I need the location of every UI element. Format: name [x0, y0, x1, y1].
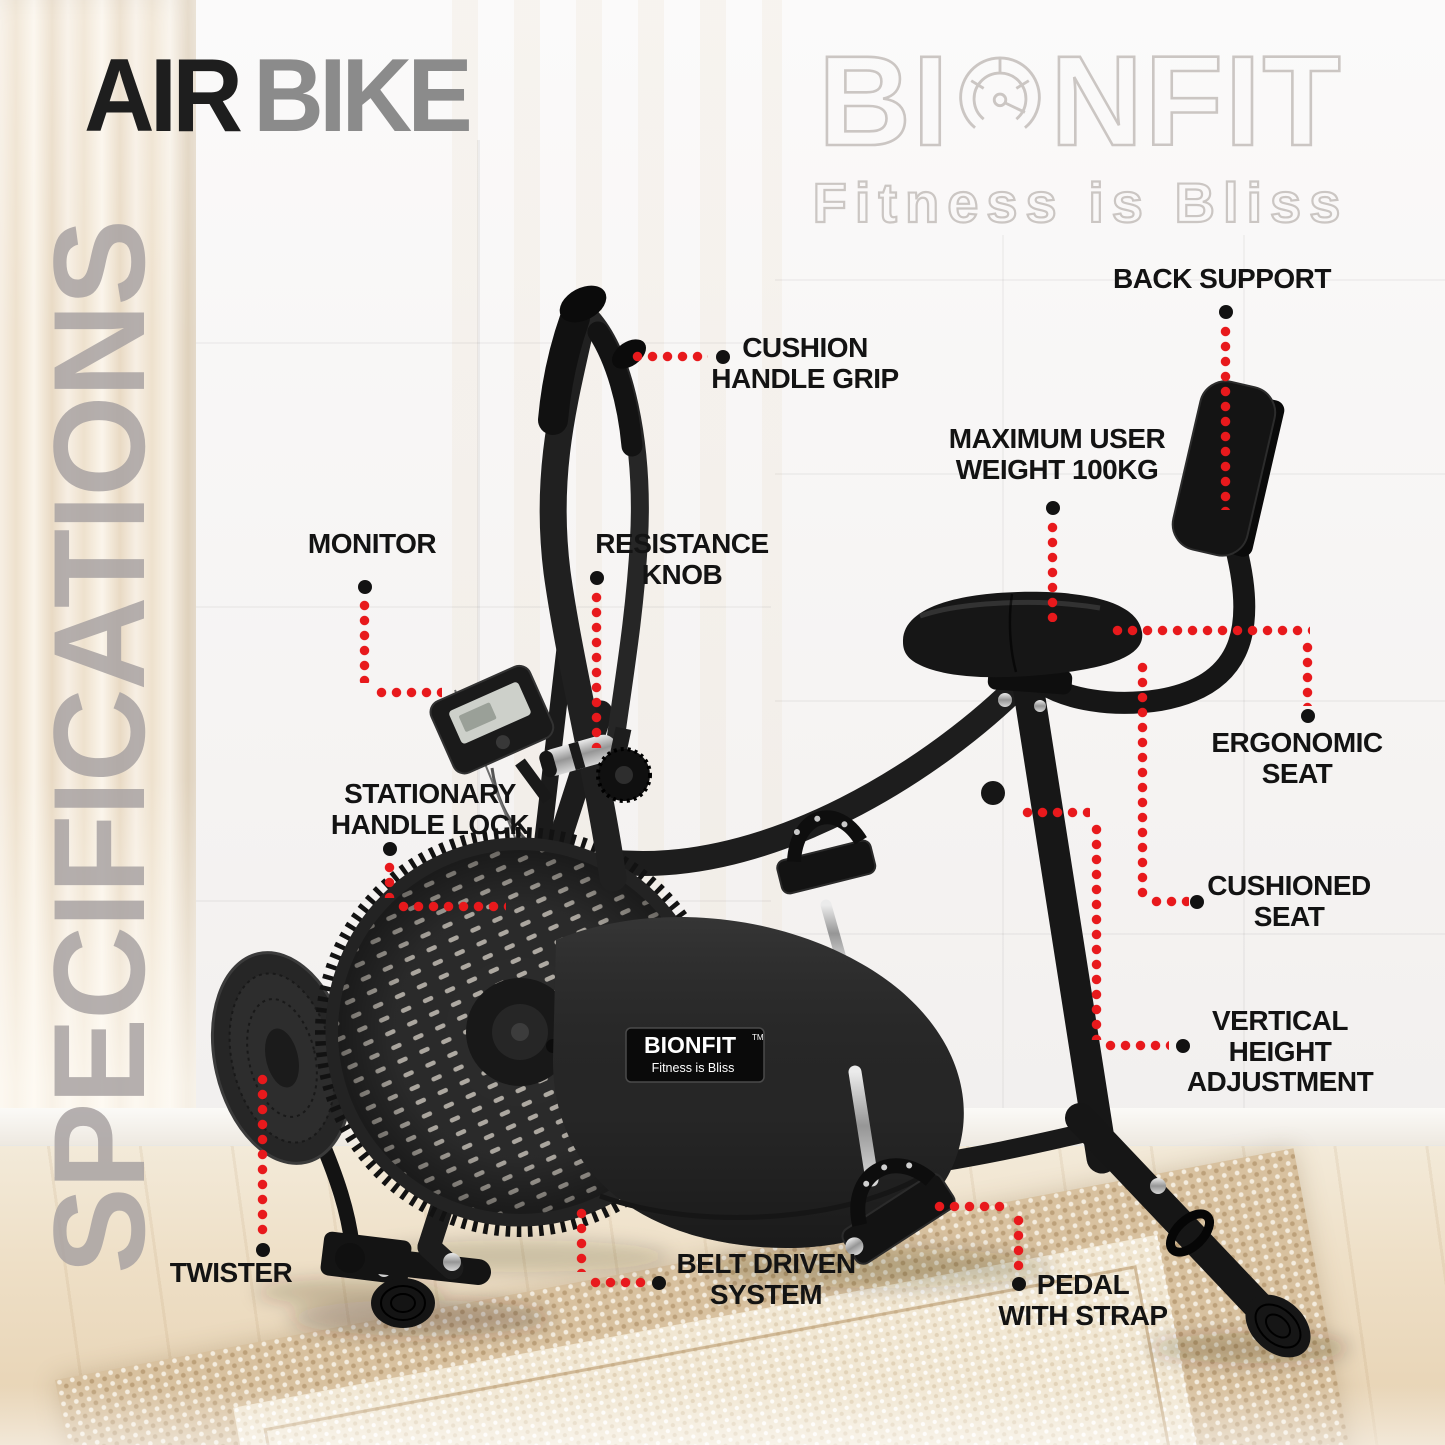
- brand-watermark: BI NFIT Fitness is Bliss: [758, 30, 1403, 235]
- brand-watermark-name: BI NFIT: [758, 30, 1403, 173]
- leader-line: [359, 598, 370, 683]
- leader-dot: [1219, 305, 1233, 319]
- leader-dot: [1301, 709, 1315, 723]
- leader-dot: [256, 1243, 270, 1257]
- callout-maximum-user-weight: MAXIMUM USER WEIGHT 100KG: [948, 423, 1166, 485]
- callout-cushioned-seat: CUSHIONED SEAT: [1207, 870, 1371, 932]
- seat-cushion: [902, 591, 1143, 678]
- callout-monitor: MONITOR: [307, 528, 437, 559]
- leader-line: [1110, 625, 1310, 636]
- leader-line: [384, 860, 395, 898]
- wall-panel-line: [196, 342, 771, 344]
- leader-dot: [1046, 501, 1060, 515]
- bottom-light-fade: [0, 1385, 1445, 1445]
- leader-line: [591, 590, 602, 748]
- leader-line: [1220, 324, 1231, 510]
- leader-line: [1149, 896, 1189, 907]
- callout-vertical-height-adjustment: VERTICAL HEIGHT ADJUSTMENT: [1186, 1005, 1374, 1098]
- callout-resistance-knob: RESISTANCE KNOB: [595, 528, 769, 590]
- callout-ergonomic-seat: ERGONOMIC SEAT: [1211, 727, 1383, 789]
- wall-tile-line: [1243, 235, 1245, 1115]
- leader-line: [588, 1277, 646, 1288]
- side-label: SPECIFICATIONS: [26, 220, 172, 1274]
- leader-line: [257, 1072, 268, 1238]
- wall-tile-line: [1002, 235, 1004, 1115]
- watermark-text-left: BI: [817, 30, 951, 173]
- curtain: [0, 0, 196, 1142]
- title-air: AIR: [84, 38, 243, 154]
- callout-cushion-handle-grip: CUSHION HANDLE GRIP: [711, 332, 899, 394]
- leader-dot: [358, 580, 372, 594]
- title-bike: BIKE: [253, 38, 472, 154]
- leader-line: [1137, 660, 1148, 898]
- leader-line: [374, 687, 442, 698]
- gauge-icon: [959, 56, 1042, 129]
- wall-frame-line: [477, 140, 480, 1100]
- upper-pedal: [776, 810, 877, 968]
- callout-pedal-with-strap: PEDAL WITH STRAP: [998, 1269, 1168, 1331]
- leader-line: [1302, 640, 1313, 706]
- leader-line: [1013, 1213, 1024, 1271]
- callout-twister: TWISTER: [169, 1257, 293, 1288]
- leader-line: [396, 901, 506, 912]
- callout-back-support: BACK SUPPORT: [1112, 263, 1332, 294]
- leader-line: [630, 351, 708, 362]
- leader-line: [1047, 520, 1058, 622]
- baseboard: [0, 1108, 1445, 1146]
- wall-tile-line: [775, 700, 1445, 702]
- leader-dot: [1176, 1039, 1190, 1053]
- watermark-text-right: NFIT: [1049, 30, 1343, 173]
- leader-line: [1020, 807, 1090, 818]
- wall-panel-line: [196, 606, 771, 608]
- leader-line: [1091, 822, 1102, 1040]
- brand-watermark-tagline: Fitness is Bliss: [812, 170, 1349, 235]
- leader-dot: [652, 1276, 666, 1290]
- leader-dot: [716, 350, 730, 364]
- wall-tile-line: [775, 933, 1445, 935]
- leader-line: [932, 1201, 1010, 1212]
- wall-tile-line: [775, 279, 1445, 281]
- leader-dot: [383, 842, 397, 856]
- callout-belt-driven-system: BELT DRIVEN SYSTEM: [676, 1248, 856, 1310]
- callout-stationary-handle-lock: STATIONARY HANDLE LOCK: [330, 778, 530, 840]
- leader-line: [576, 1206, 587, 1272]
- leader-line: [1103, 1040, 1169, 1051]
- leader-dot: [1190, 895, 1204, 909]
